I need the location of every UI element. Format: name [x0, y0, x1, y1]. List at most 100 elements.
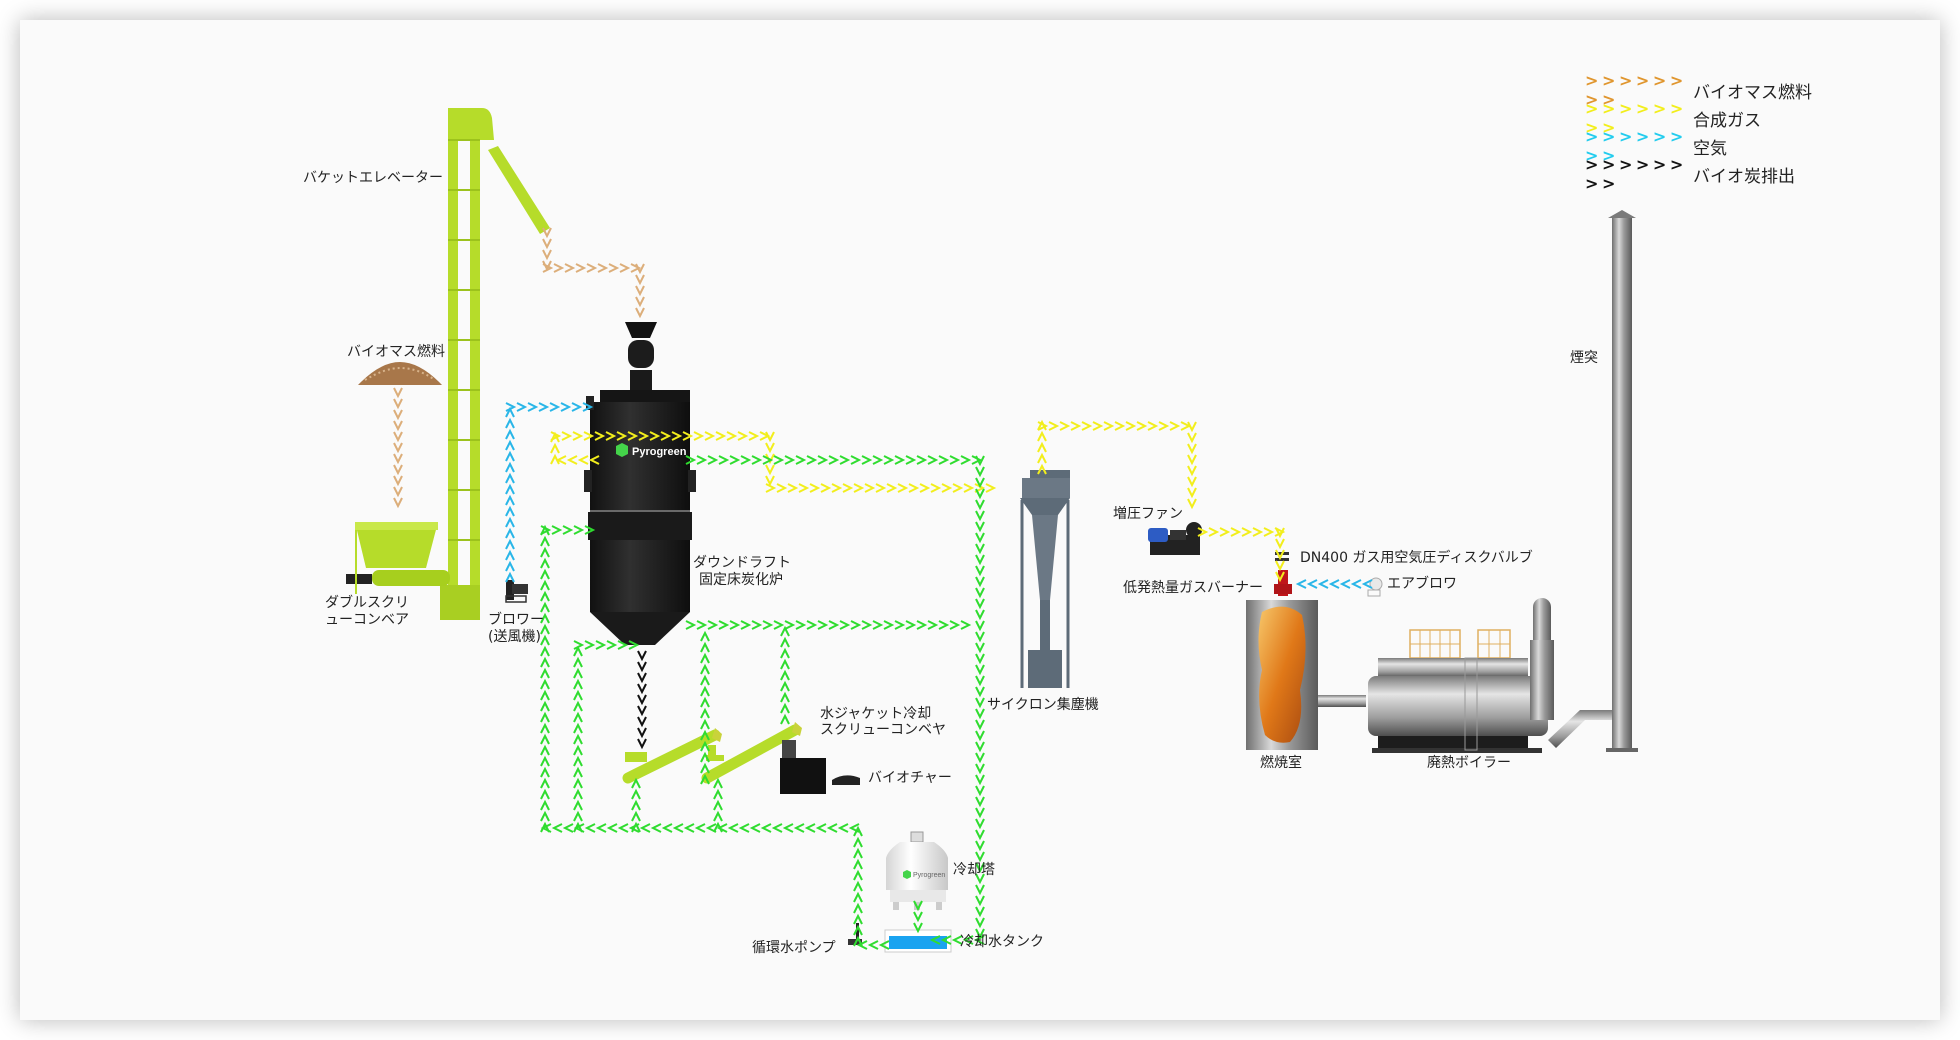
- biomass-flow-chevron: [542, 238, 552, 250]
- syngas-flow-chevron: [765, 464, 775, 476]
- water-flow-chevron: [573, 821, 583, 833]
- water-flow-chevron: [540, 711, 550, 723]
- water-flow-chevron: [573, 667, 583, 679]
- water-flow-chevron: [540, 722, 550, 734]
- water-flow-chevron: [975, 796, 985, 808]
- water-flow-chevron: [540, 788, 550, 800]
- water-flow-chevron: [913, 911, 923, 923]
- water-flow-chevron: [853, 913, 863, 925]
- syngas-flow-chevron: [941, 483, 953, 493]
- water-flow-chevron: [683, 823, 695, 833]
- water-flow-chevron: [696, 620, 708, 630]
- syngas-flow-chevron: [1037, 421, 1049, 431]
- water-flow-chevron: [573, 656, 583, 668]
- water-flow-chevron: [694, 823, 706, 833]
- water-flow-chevron: [540, 590, 550, 602]
- label-cyclone: サイクロン集塵機: [987, 697, 1099, 713]
- water-flow-chevron: [584, 640, 596, 650]
- syngas-flow-chevron: [715, 431, 727, 441]
- water-flow-chevron: [780, 713, 790, 725]
- water-flow-chevron: [700, 740, 710, 752]
- syngas-flow-chevron: [1208, 527, 1220, 537]
- water-flow-chevron: [713, 799, 723, 811]
- water-flow-chevron: [780, 647, 790, 659]
- water-flow-chevron: [650, 823, 662, 833]
- water-flow-chevron: [828, 455, 840, 465]
- syngas-flow-chevron: [550, 453, 560, 465]
- water-flow-chevron: [573, 788, 583, 800]
- water-flow-chevron: [853, 869, 863, 881]
- biomass-flow-chevron: [542, 249, 552, 261]
- water-flow-chevron: [540, 777, 550, 789]
- water-flow-chevron: [837, 823, 849, 833]
- water-flow-chevron: [780, 636, 790, 648]
- syngas-flow-chevron: [1070, 421, 1082, 431]
- water-flow-chevron: [975, 895, 985, 907]
- syngas-flow-chevron: [919, 483, 931, 493]
- water-flow-chevron: [905, 455, 917, 465]
- air-flow-chevron: [1306, 579, 1318, 589]
- legend-label: 空気: [1693, 138, 1727, 159]
- cooling-tower: Pyrogreen: [886, 831, 948, 910]
- water-flow-chevron: [853, 891, 863, 903]
- air-flow-chevron: [505, 516, 515, 528]
- syngas-flow-chevron: [1059, 421, 1071, 431]
- water-flow-chevron: [713, 821, 723, 833]
- water-flow-chevron: [894, 620, 906, 630]
- water-flow-chevron: [784, 620, 796, 630]
- cooling-tower-brand: Pyrogreen: [913, 872, 945, 879]
- biomass-flow-chevron: [542, 227, 552, 239]
- water-flow-chevron: [718, 620, 730, 630]
- biomass-flow-chevron: [393, 453, 403, 465]
- syngas-flow-chevron: [726, 431, 738, 441]
- air-flow-chevron: [505, 428, 515, 440]
- air-flow-chevron: [549, 402, 561, 412]
- legend-label: バイオ炭排出: [1693, 166, 1795, 187]
- water-flow-chevron: [975, 466, 985, 478]
- flow-arrows: [393, 227, 1373, 950]
- water-flow-chevron: [806, 620, 818, 630]
- water-flow-chevron: [700, 707, 710, 719]
- water-flow-chevron: [927, 455, 939, 465]
- biomass-flow-chevron: [393, 420, 403, 432]
- biochar-icon: [832, 775, 860, 785]
- water-flow-chevron: [540, 525, 552, 535]
- water-flow-chevron: [685, 620, 697, 630]
- biomass-arrows-icon: > > > > > > > >: [1585, 71, 1683, 109]
- water-flow-chevron: [975, 587, 985, 599]
- biochar-flow-chevron: [637, 661, 647, 673]
- water-flow-chevron: [540, 744, 550, 756]
- water-flow-chevron: [700, 674, 710, 686]
- water-flow-chevron: [975, 631, 985, 643]
- syngas-flow-chevron: [704, 431, 716, 441]
- air-flow-chevron: [571, 402, 583, 412]
- water-flow-chevron: [850, 455, 862, 465]
- biomass-flow-chevron: [597, 263, 609, 273]
- water-flow-chevron: [573, 755, 583, 767]
- biochar-flow-chevron: [637, 672, 647, 684]
- air-flow-chevron: [505, 439, 515, 451]
- label-circulation-pump: 循環水ポンプ: [752, 940, 836, 956]
- water-flow-chevron: [839, 620, 851, 630]
- label-cooling-tank: 冷却水タンク: [960, 934, 1044, 950]
- syngas-flow-chevron: [1092, 421, 1104, 431]
- water-flow-chevron: [713, 777, 723, 789]
- syngas-flow-chevron: [875, 483, 887, 493]
- water-flow-chevron: [975, 686, 985, 698]
- water-flow-chevron: [975, 510, 985, 522]
- water-flow-chevron: [780, 625, 790, 637]
- water-flow-chevron: [573, 810, 583, 822]
- water-flow-chevron: [573, 722, 583, 734]
- water-flow-chevron: [540, 810, 550, 822]
- water-flow-chevron: [595, 823, 607, 833]
- syngas-flow-chevron: [820, 483, 832, 493]
- biochar-flow-chevron: [637, 738, 647, 750]
- water-flow-chevron: [540, 634, 550, 646]
- water-flow-chevron: [793, 823, 805, 833]
- water-flow-chevron: [700, 751, 710, 763]
- biomass-flow-chevron: [393, 442, 403, 454]
- air-flow-chevron: [505, 549, 515, 561]
- syngas-flow-chevron: [1081, 421, 1093, 431]
- air-flow-chevron: [505, 571, 515, 583]
- syngas-flow-chevron: [693, 431, 705, 441]
